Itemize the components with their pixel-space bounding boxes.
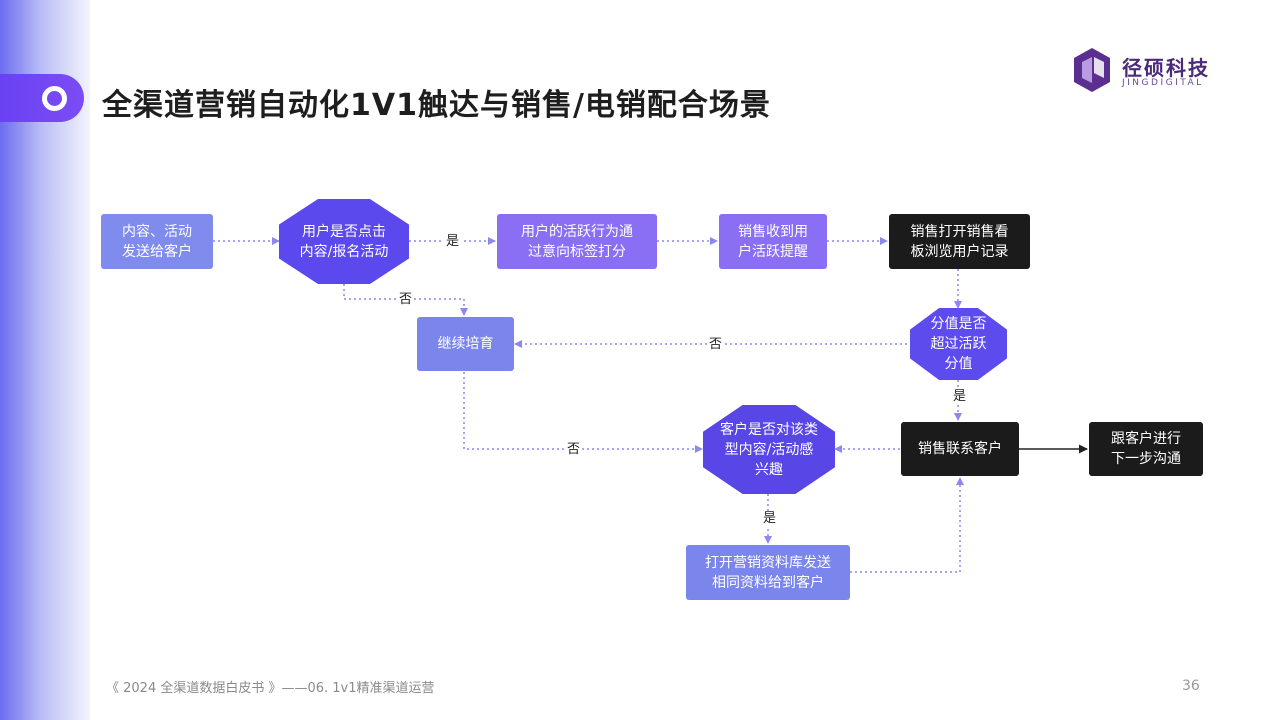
node-next-step: 跟客户进行 下一步沟通 <box>1089 422 1203 476</box>
node-nurture: 继续培育 <box>417 317 514 371</box>
decision-score: 分值是否 超过活跃 分值 <box>910 308 1007 380</box>
page-number: 36 <box>1182 678 1200 694</box>
title-tab <box>0 74 84 122</box>
decision-click: 用户是否点击 内容/报名活动 <box>279 199 409 284</box>
footer-source: 《 2024 全渠道数据白皮书 》——06. 1v1精准渠道运营 <box>106 681 435 696</box>
node-sales-alert: 销售收到用 户活跃提醒 <box>719 214 827 269</box>
label-yes-click: 是 <box>444 234 462 250</box>
page-title: 全渠道营销自动化1V1触达与销售/电销配合场景 <box>102 88 771 123</box>
decision-interest: 客户是否对该类 型内容/活动感 兴趣 <box>703 405 835 494</box>
logo-text-en: JINGDIGITAL <box>1122 78 1204 88</box>
node-open-library: 打开营销资料库发送 相同资料给到客户 <box>686 545 850 600</box>
label-no-click: 否 <box>397 292 415 308</box>
logo-mark-icon <box>1074 48 1110 92</box>
label-yes-score: 是 <box>951 389 969 405</box>
node-contact-customer: 销售联系客户 <box>901 422 1019 476</box>
label-no-nurture: 否 <box>565 442 583 458</box>
node-score-activity: 用户的活跃行为通 过意向标签打分 <box>497 214 657 269</box>
edge-nurture-no-to-interest <box>463 372 703 453</box>
label-no-score: 否 <box>707 337 725 353</box>
company-logo: 径硕科技 JINGDIGITAL <box>1070 46 1230 96</box>
ring-icon <box>42 86 67 111</box>
node-sales-dashboard: 销售打开销售看 板浏览用户记录 <box>889 214 1030 269</box>
label-yes-interest: 是 <box>761 511 779 527</box>
node-send-content: 内容、活动 发送给客户 <box>101 214 213 269</box>
logo-text-cn: 径硕科技 <box>1122 56 1210 80</box>
edge-library-to-contact <box>850 477 964 573</box>
